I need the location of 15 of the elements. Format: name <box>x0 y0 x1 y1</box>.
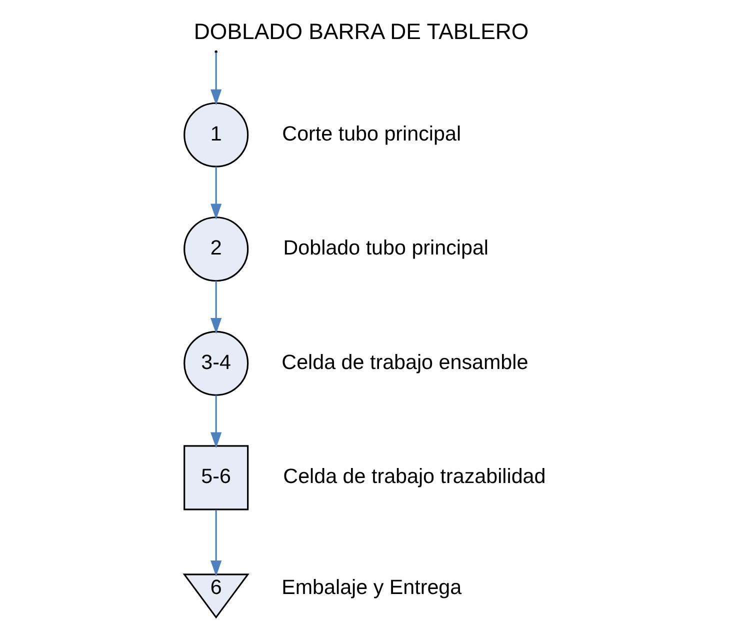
arrow <box>210 52 222 106</box>
node-label: Embalaje y Entrega <box>281 576 462 600</box>
node-circle: 1 <box>183 102 248 168</box>
arrow <box>210 281 222 334</box>
node-label: Doblado tubo principal <box>282 236 488 260</box>
node-label: Celda de trabajo ensamble <box>281 350 528 374</box>
arrow <box>210 166 222 220</box>
arrow <box>210 395 222 448</box>
node-box: 5-6 <box>183 445 248 510</box>
node-label: Corte tubo principal <box>282 122 461 146</box>
arrow <box>210 510 222 576</box>
diagram-title: DOBLADO BARRA DE TABLERO <box>193 18 528 44</box>
node-label: Celda de trabajo trazabilidad <box>282 465 546 488</box>
node-circle: 2 <box>183 216 248 282</box>
node-circle: 3-4 <box>183 330 248 396</box>
